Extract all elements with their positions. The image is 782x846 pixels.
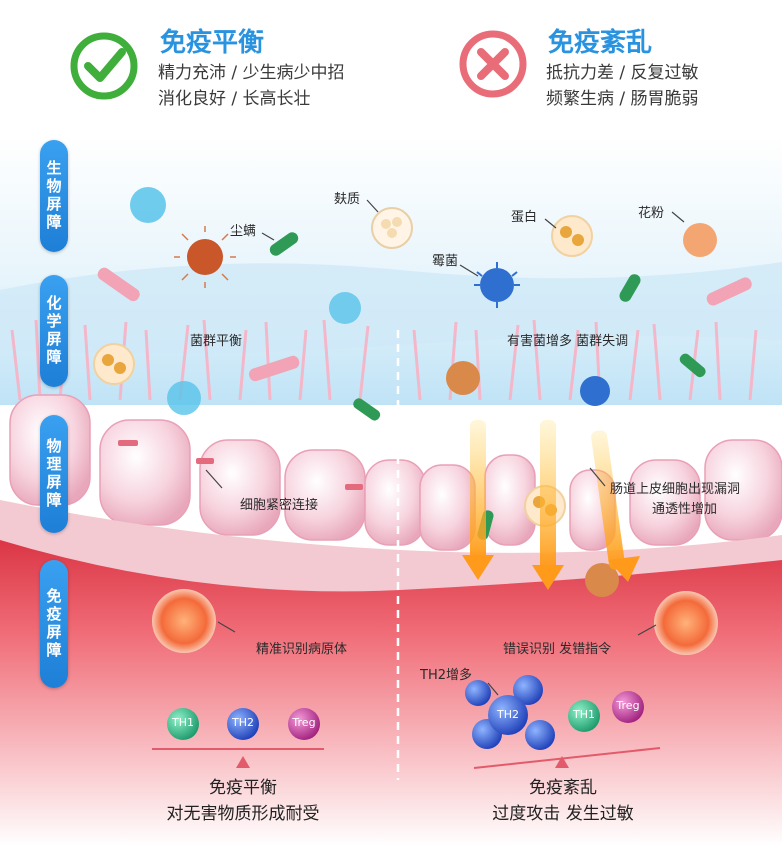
label-tight-junction: 细胞紧密连接 <box>240 498 319 513</box>
th1-cell-right: TH1 <box>573 708 595 721</box>
footer-balance-desc: 对无害物质形成耐受 <box>166 804 320 824</box>
label-bran: 麸质 <box>334 192 361 207</box>
label-th2-increase: TH2增多 <box>420 668 472 683</box>
balance-title: 免疫平衡 <box>160 28 265 58</box>
label-dust-mite: 尘螨 <box>230 224 257 239</box>
th2-cell-left: TH2 <box>232 716 254 729</box>
label-precise: 精准识别病原体 <box>256 642 348 657</box>
label-pollen: 花粉 <box>638 206 665 221</box>
footer-disorder-desc: 过度攻击 发生过敏 <box>492 804 634 824</box>
pill-immune-barrier: 免疫屏障 <box>40 560 68 688</box>
cross-icon <box>459 30 527 98</box>
disorder-title: 免疫紊乱 <box>548 28 653 58</box>
check-icon <box>70 32 138 100</box>
th2-cell-right: TH2 <box>497 708 519 721</box>
label-flora-balance: 菌群平衡 <box>190 334 243 349</box>
label-flora-imbalance: 有害菌增多 菌群失调 <box>507 334 629 349</box>
label-protein: 蛋白 <box>511 210 538 225</box>
pill-chem-barrier: 化学屏障 <box>40 275 68 387</box>
disorder-line1: 抵抗力差 / 反复过敏 <box>546 63 699 83</box>
label-mold: 霉菌 <box>432 254 459 269</box>
label-misrecognize: 错误识别 发错指令 <box>503 642 612 657</box>
label-leak-line2: 通透性增加 <box>652 502 718 517</box>
footer-balance-title: 免疫平衡 <box>209 778 277 798</box>
treg-cell-right: Treg <box>616 699 640 712</box>
th1-cell-left: TH1 <box>172 716 194 729</box>
pill-phys-barrier: 物理屏障 <box>40 415 68 533</box>
pill-bio-barrier: 生物屏障 <box>40 140 68 252</box>
label-leak-line1: 肠道上皮细胞出现漏洞 <box>610 482 741 497</box>
balance-line1: 精力充沛 / 少生病少中招 <box>158 63 345 83</box>
disorder-line2: 频繁生病 / 肠胃脆弱 <box>546 89 699 109</box>
treg-cell-left: Treg <box>292 716 316 729</box>
balance-line2: 消化良好 / 长高长壮 <box>158 89 311 109</box>
footer-disorder-title: 免疫紊乱 <box>529 778 597 798</box>
